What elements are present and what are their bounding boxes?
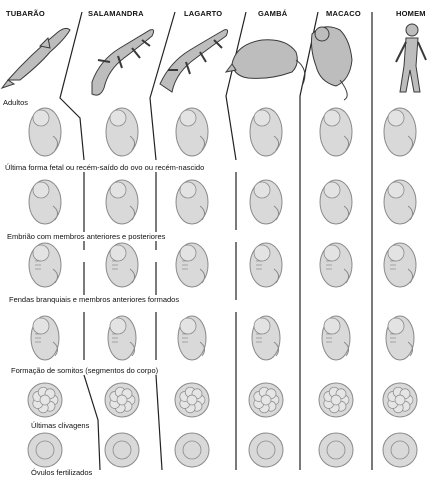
shark-limb-embryo	[29, 180, 61, 224]
lizard-adult	[160, 30, 228, 92]
column-title-shark: TUBARÃO	[6, 9, 45, 18]
salamander-gill-embryo	[106, 243, 138, 287]
embryo-stages	[28, 108, 417, 467]
stage-label-fetal: Última forma fetal ou recém-saído do ovo…	[4, 163, 205, 172]
human-morula-embryo	[383, 383, 417, 417]
human-fetal-embryo	[384, 108, 416, 156]
divider-3	[226, 12, 246, 160]
salamander-somite-embryo	[108, 316, 136, 360]
shark-fetal-embryo	[29, 108, 61, 156]
stage-label-fertilized-eggs: Óvulos fertilizados	[30, 468, 93, 477]
shark-egg-embryo	[28, 433, 62, 467]
stage-label-cleavage: Últimas clivagens	[30, 421, 90, 430]
human-gill-embryo	[384, 243, 416, 287]
lizard-gill-embryo	[176, 243, 208, 287]
monkey-egg-embryo	[319, 433, 353, 467]
lizard-morula-embryo	[175, 383, 209, 417]
shark-adult	[8, 28, 70, 80]
column-title-lizard: LAGARTO	[184, 9, 222, 18]
adult-row	[2, 24, 426, 100]
monkey-fetal-embryo	[320, 108, 352, 156]
divider-2e	[156, 375, 162, 470]
monkey-somite-embryo	[322, 316, 350, 360]
stage-label-gill-slits: Fendas branquiais e membros anteriores f…	[8, 295, 180, 304]
opossum-limb-embryo	[250, 180, 282, 224]
stage-label-somites: Formação de somitos (segmentos do corpo)	[10, 366, 159, 375]
human-head	[406, 24, 418, 36]
column-title-salamander: SALAMANDRA	[88, 9, 144, 18]
column-title-human: HOMEM	[396, 9, 426, 18]
salamander-egg-embryo	[105, 433, 139, 467]
monkey-limb-embryo	[320, 180, 352, 224]
stage-label-adults: Adultos	[2, 98, 29, 107]
lizard-limb-embryo	[176, 180, 208, 224]
opossum-gill-embryo	[250, 243, 282, 287]
monkey-morula-embryo	[319, 383, 353, 417]
monkey-gill-embryo	[320, 243, 352, 287]
column-title-opossum: GAMBÁ	[258, 9, 287, 18]
lizard-somite-embryo	[178, 316, 206, 360]
opossum-egg-embryo	[249, 433, 283, 467]
opossum-morula-embryo	[249, 383, 283, 417]
human-egg-embryo	[383, 433, 417, 467]
salamander-morula-embryo	[105, 383, 139, 417]
divider-4	[300, 12, 318, 470]
column-title-monkey: MACACO	[326, 9, 361, 18]
shark-gill-embryo	[29, 243, 61, 287]
salamander-adult	[92, 30, 154, 96]
opossum-fetal-embryo	[250, 108, 282, 156]
shark-somite-embryo	[31, 316, 59, 360]
human-limb-embryo	[384, 180, 416, 224]
stage-label-limbs: Embrião com membros anteriores e posteri…	[6, 232, 166, 241]
human-somite-embryo	[386, 316, 414, 360]
shark-morula-embryo	[28, 383, 62, 417]
opossum-adult	[232, 40, 297, 79]
lizard-egg-embryo	[175, 433, 209, 467]
salamander-fetal-embryo	[106, 108, 138, 156]
salamander-limb-embryo	[106, 180, 138, 224]
opossum-somite-embryo	[252, 316, 280, 360]
lizard-fetal-embryo	[176, 108, 208, 156]
